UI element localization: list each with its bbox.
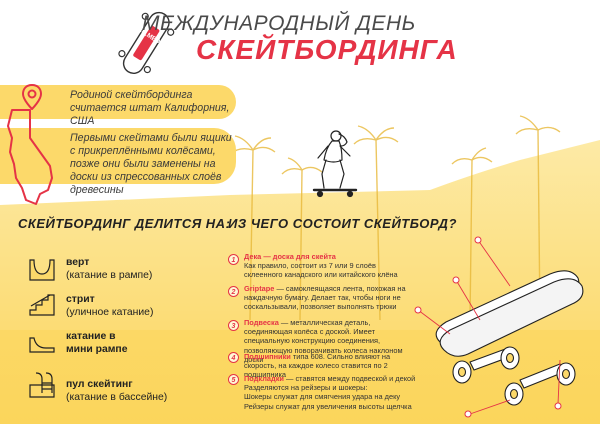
california-map-icon bbox=[7, 109, 53, 205]
type-vert-name: верт bbox=[66, 257, 90, 268]
part-5-number: 5 bbox=[228, 374, 239, 385]
parts-heading: ИЗ ЧЕГО СОСТОИТ СКЕЙТБОРД? bbox=[228, 216, 457, 231]
part-deck: Дека — доска для скейта Как правило, сос… bbox=[244, 252, 414, 280]
skateboard-logo-icon bbox=[118, 11, 175, 74]
location-pin-icon bbox=[22, 84, 42, 110]
type-street: стрит (уличное катание) bbox=[66, 293, 153, 319]
skateboard-diagram bbox=[414, 236, 584, 418]
part-deck-name: Дека — доска для скейта bbox=[244, 252, 336, 261]
part-griptape: Griptape — самоклеящаяся лента, похожая … bbox=[244, 284, 414, 312]
type-miniramp: катание в мини рампе bbox=[66, 330, 128, 356]
part-4-number: 4 bbox=[228, 352, 239, 363]
type-vert-desc: (катание в рампе) bbox=[66, 270, 153, 281]
vert-ramp-icon bbox=[29, 259, 55, 281]
pool-ladder-icon bbox=[29, 372, 55, 398]
part-griptape-name: Griptape bbox=[244, 284, 275, 293]
part-1-number: 1 bbox=[228, 254, 239, 265]
part-pads-extra1: Разделяются на рейзеры и шокеры: bbox=[244, 383, 368, 393]
types-heading: СКЕЙТБОРДИНГ ДЕЛИТСЯ НА: bbox=[18, 216, 231, 231]
type-vert: верт (катание в рампе) bbox=[66, 256, 152, 282]
fact-history: Первыми скейтами были ящики с прикреплён… bbox=[0, 128, 236, 196]
part-pads-name: Подкладки bbox=[244, 374, 284, 383]
part-3-number: 3 bbox=[228, 320, 239, 331]
mini-ramp-icon bbox=[29, 337, 55, 353]
part-pads-text: — ставятся между подвеской и декой bbox=[283, 374, 416, 383]
type-pool-name: пул скейтинг bbox=[66, 379, 133, 390]
type-pool-desc: (катание в бассейне) bbox=[66, 392, 168, 403]
part-bearings-text: типа 608. Сильно влияют на скорость, на … bbox=[244, 352, 391, 380]
part-bearings: Подшипники типа 608. Сильно влияют на ск… bbox=[244, 352, 414, 380]
part-trucks: Подвеска — металлическая деталь, соединя… bbox=[244, 318, 414, 364]
part-trucks-name: Подвеска bbox=[244, 318, 279, 327]
fact-origin: Родиной скейтбординга считается штат Кал… bbox=[0, 85, 236, 127]
street-stairs-icon bbox=[29, 294, 55, 316]
title-line1: МЕЖДУНАРОДНЫЙ ДЕНЬ bbox=[142, 12, 416, 35]
type-miniramp-name2: мини рампе bbox=[66, 344, 128, 355]
part-2-number: 2 bbox=[228, 286, 239, 297]
part-pads-extra3: Рейзеры служат для увеличения высоты щел… bbox=[244, 401, 412, 411]
palm-trees bbox=[230, 115, 561, 321]
part-pads-extra2: Шокеры служат для смягчения удара на дек… bbox=[244, 392, 401, 402]
fact-history-text: Первыми скейтами были ящики с прикреплён… bbox=[70, 132, 232, 196]
type-pool: пул скейтинг (катание в бассейне) bbox=[66, 378, 167, 404]
griptape-layer bbox=[439, 278, 584, 357]
fact-origin-text: Родиной скейтбординга считается штат Кал… bbox=[70, 89, 230, 127]
part-trucks-text: — металлическая деталь, соединяющая колё… bbox=[244, 318, 403, 364]
skater-illustration bbox=[312, 130, 358, 198]
type-street-desc: (уличное катание) bbox=[66, 307, 154, 318]
part-griptape-text: — самоклеящаяся лента, похожая на наждач… bbox=[244, 284, 406, 312]
type-street-name: стрит bbox=[66, 294, 95, 305]
part-bearings-name: Подшипники bbox=[244, 352, 291, 361]
part-deck-text: Как правило, состоит из 7 или 9 слоёв ск… bbox=[244, 261, 398, 280]
page-title: СКЕЙТБОРДИНГА bbox=[196, 34, 458, 65]
type-miniramp-name: катание в bbox=[66, 331, 116, 342]
part-pads: Подкладки — ставятся между подвеской и д… bbox=[244, 374, 420, 411]
